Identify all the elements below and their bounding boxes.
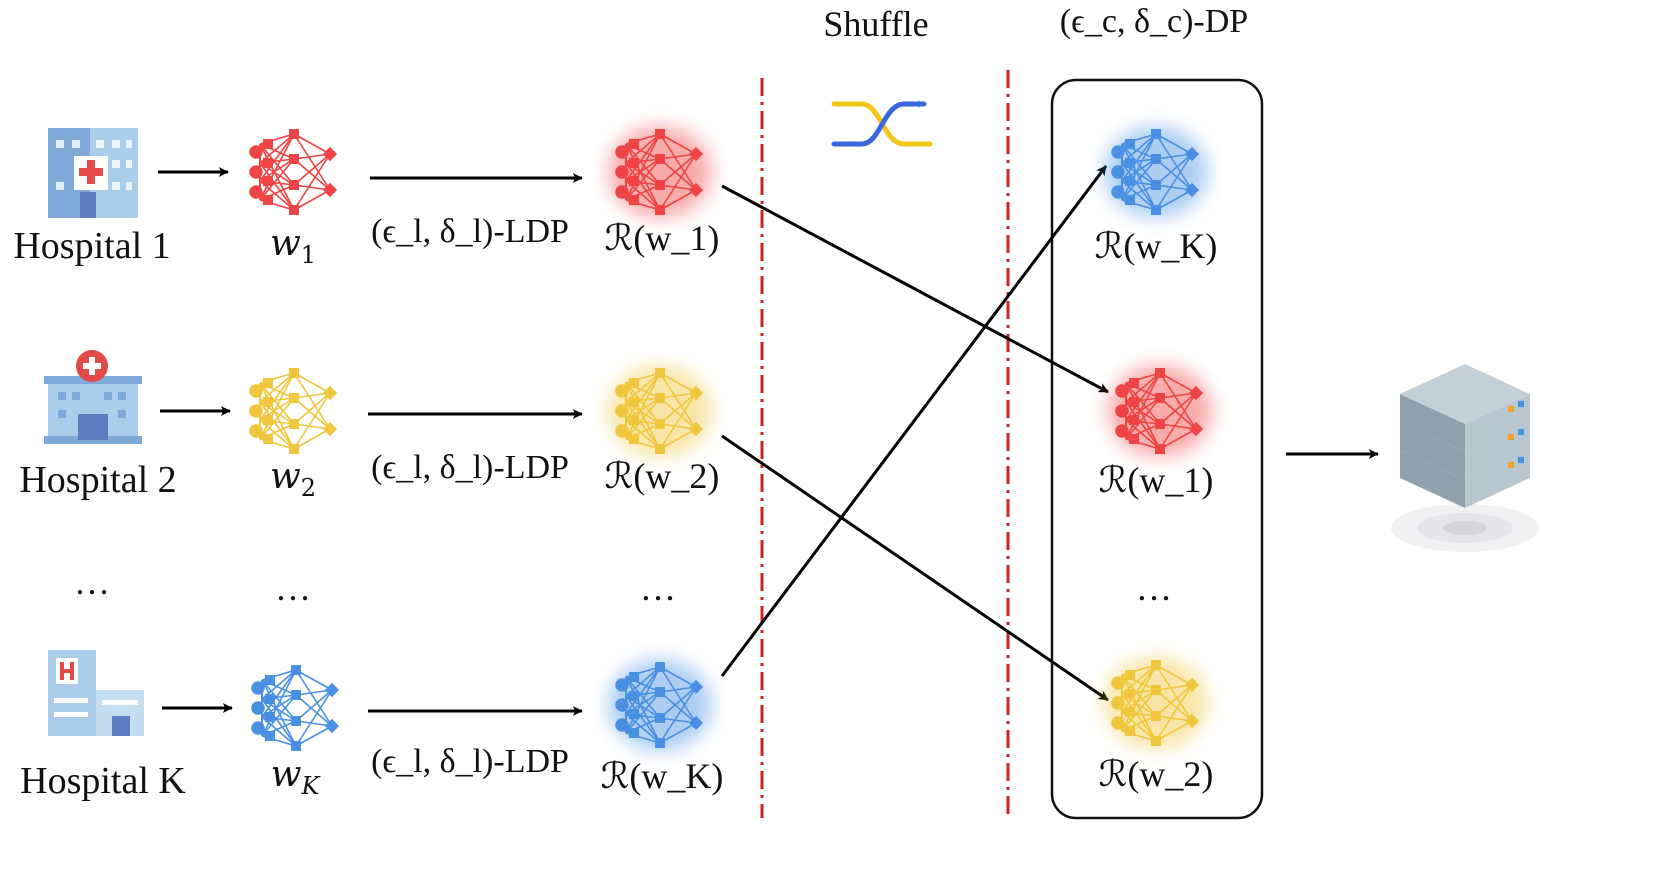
shuffled-3-network-icon: [1104, 657, 1208, 749]
hospital-k-label: Hospital K: [20, 760, 186, 802]
r2-label: ℛ(w_2): [605, 456, 720, 496]
weight-k-network-icon: [251, 665, 340, 751]
rk-label: ℛ(w_K): [601, 756, 724, 796]
server-icon: [1391, 364, 1539, 552]
arrow-r1-to-slot2: [721, 184, 1109, 394]
ellipsis-shuffled: …: [1136, 568, 1172, 608]
shuffled-1-network-icon: [1104, 126, 1208, 218]
weight-1-label: w1: [270, 223, 316, 269]
hospital-2-label: Hospital 2: [19, 459, 176, 501]
weight-1-network-icon: [249, 129, 338, 215]
weight-k-label: wK: [271, 754, 322, 800]
arrow-r2-to-slot3: [721, 434, 1109, 702]
ldp-label-2: (ϵ_l, δ_l)-LDP: [371, 449, 569, 486]
shuffle-label: Shuffle: [823, 4, 928, 44]
hospital-2-icon: [44, 350, 142, 444]
r1-label: ℛ(w_1): [605, 218, 720, 258]
weight-2-network-icon: [249, 368, 338, 454]
shuffled-2-label: ℛ(w_1): [1099, 460, 1214, 500]
ellipsis-hospitals: …: [74, 562, 110, 602]
ellipsis-weights: …: [275, 568, 311, 608]
hospital-k-icon: [48, 650, 144, 736]
central-dp-label: (ϵ_c, δ_c)-DP: [1060, 3, 1248, 40]
shuffled-3-label: ℛ(w_2): [1099, 754, 1214, 794]
ellipsis-outputs: …: [640, 568, 676, 608]
rk-network-icon: [608, 659, 712, 751]
hospital-1-icon: [48, 128, 138, 218]
shuffled-2-network-icon: [1108, 365, 1212, 457]
r2-network-icon: [608, 365, 712, 457]
weight-2-label: w2: [270, 456, 316, 502]
central-dp-box: [1050, 78, 1264, 820]
shuffle-icon: [831, 100, 933, 147]
ldp-label-k: (ϵ_l, δ_l)-LDP: [371, 743, 569, 780]
shuffled-1-label: ℛ(w_K): [1095, 226, 1218, 266]
ldp-label-1: (ϵ_l, δ_l)-LDP: [371, 213, 569, 250]
r1-network-icon: [608, 126, 712, 218]
hospital-1-label: Hospital 1: [13, 225, 170, 267]
arrow-rk-to-slot1: [720, 165, 1108, 677]
